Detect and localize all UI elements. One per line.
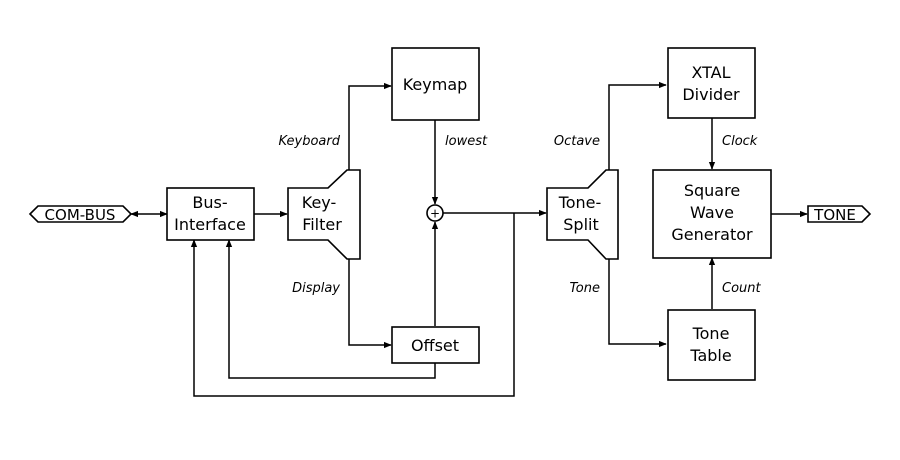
key-filter-label-line1: Key- (302, 193, 337, 212)
bus-interface-label-line1: Bus- (192, 193, 227, 212)
square-wave-label-line2: Wave (690, 203, 734, 222)
summing-junction: + (426, 204, 444, 222)
wire-sum-businterface (190, 213, 515, 397)
offset-label: Offset (411, 336, 459, 355)
offset-block: Offset (391, 326, 480, 364)
square-wave-generator-block: Square Wave Generator (652, 169, 772, 259)
signal-count: Count (722, 281, 762, 296)
tone-split-label-line1: Tone- (558, 193, 602, 212)
xtal-divider-label-line1: XTAL (691, 63, 730, 82)
signal-clock: Clock (722, 134, 758, 149)
summing-junction-symbol: + (430, 207, 440, 221)
port-tone-label: TONE (813, 206, 856, 224)
signal-keyboard: Keyboard (278, 134, 340, 149)
square-wave-label-line3: Generator (671, 225, 753, 244)
port-com-bus: COM-BUS (28, 205, 133, 224)
tone-split-block: Tone- Split (546, 169, 619, 260)
keymap-label: Keymap (403, 75, 468, 94)
wire-tonesplit-tonetable (608, 259, 667, 348)
signal-labels: Keyboard Display lowest Octave Tone Cloc… (278, 134, 761, 296)
connections (130, 81, 808, 397)
wire-offset-businterface (225, 239, 436, 379)
tone-split-label-line2: Split (563, 215, 598, 234)
bus-interface-block: Bus- Interface (166, 187, 255, 241)
keymap-block: Keymap (391, 47, 480, 121)
xtal-divider-block: XTAL Divider (667, 47, 756, 119)
tone-table-block: Tone Table (667, 309, 756, 381)
wire-keyfilter-offset (348, 259, 392, 349)
wire-keyfilter-keymap (348, 82, 392, 170)
signal-tone: Tone (569, 281, 600, 296)
port-com-bus-label: COM-BUS (45, 206, 116, 224)
xtal-divider-label-line2: Divider (682, 85, 740, 104)
wire-tonesplit-xtal (608, 81, 667, 170)
signal-octave: Octave (554, 134, 600, 149)
key-filter-label-line2: Filter (302, 215, 342, 234)
tone-table-label-line1: Tone (692, 324, 730, 343)
square-wave-label-line1: Square (684, 181, 740, 200)
port-tone: TONE (807, 205, 872, 224)
bus-interface-label-line2: Interface (174, 215, 246, 234)
tone-table-label-line2: Table (689, 346, 731, 365)
signal-lowest: lowest (445, 134, 488, 149)
key-filter-block: Key- Filter (287, 169, 361, 260)
signal-display: Display (292, 281, 340, 296)
